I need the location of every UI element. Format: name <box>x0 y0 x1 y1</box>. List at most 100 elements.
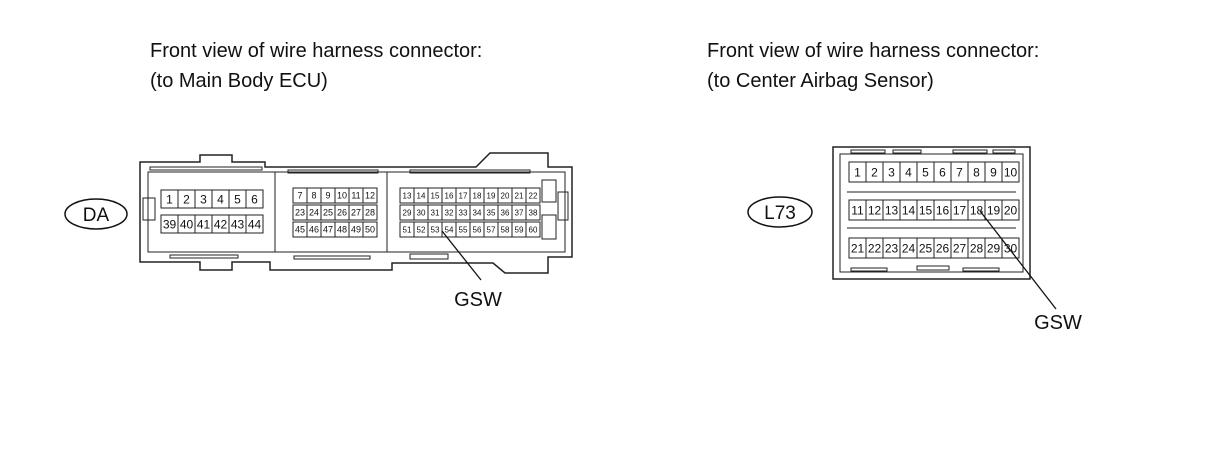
terminal-cell: 16 <box>441 187 457 204</box>
terminal-cell: 18 <box>469 187 485 204</box>
terminal-number: 24 <box>309 208 319 218</box>
left-connector-id: DA <box>64 198 128 230</box>
terminal-cell: 17 <box>455 187 471 204</box>
svg-text:DA: DA <box>83 205 110 226</box>
terminal-number: 30 <box>417 208 426 217</box>
terminal-number: 19 <box>987 203 1001 217</box>
terminal-number: 45 <box>295 225 305 235</box>
terminal-number: 14 <box>902 203 916 217</box>
right-connector <box>832 146 1031 280</box>
left-caption-line2: (to Main Body ECU) <box>150 70 328 92</box>
terminal-number: 27 <box>351 208 361 218</box>
terminal-cell: 46 <box>306 221 322 238</box>
terminal-number: 8 <box>973 165 980 179</box>
terminal-number: 59 <box>515 225 524 234</box>
terminal-number: 50 <box>365 225 375 235</box>
terminal-cell: 49 <box>348 221 364 238</box>
terminal-cell: 31 <box>427 204 443 221</box>
terminal-cell: 54 <box>441 221 457 238</box>
terminal-number: 42 <box>214 217 228 231</box>
terminal-cell: 51 <box>399 221 415 238</box>
terminal-number: 18 <box>473 191 482 200</box>
terminal-cell: 21 <box>848 237 867 259</box>
terminal-cell: 10 <box>1001 161 1020 183</box>
terminal-cell: 1 <box>160 189 179 209</box>
terminal-cell: 7 <box>950 161 969 183</box>
terminal-number: 21 <box>515 191 524 200</box>
terminal-cell: 25 <box>916 237 935 259</box>
terminal-cell: 27 <box>348 204 364 221</box>
terminal-cell: 38 <box>525 204 541 221</box>
terminal-number: 57 <box>487 225 496 234</box>
terminal-cell: 14 <box>899 199 918 221</box>
terminal-number: 10 <box>337 191 347 201</box>
terminal-number: 36 <box>501 208 510 217</box>
terminal-number: 5 <box>234 192 241 206</box>
terminal-cell: 17 <box>950 199 969 221</box>
left-wire-label: GSW <box>454 289 502 311</box>
terminal-cell: 3 <box>194 189 213 209</box>
terminal-number: 18 <box>970 203 984 217</box>
terminal-cell: 6 <box>245 189 264 209</box>
terminal-number: 38 <box>529 208 538 217</box>
terminal-number: 29 <box>403 208 412 217</box>
terminal-cell: 28 <box>967 237 986 259</box>
terminal-cell: 40 <box>177 214 196 234</box>
terminal-number: 7 <box>297 191 302 201</box>
left-connector <box>139 152 573 274</box>
terminal-number: 4 <box>217 192 224 206</box>
terminal-cell: 30 <box>1001 237 1020 259</box>
terminal-cell: 59 <box>511 221 527 238</box>
terminal-cell: 5 <box>916 161 935 183</box>
terminal-cell: 52 <box>413 221 429 238</box>
terminal-cell: 58 <box>497 221 513 238</box>
terminal-number: 60 <box>529 225 538 234</box>
terminal-number: 35 <box>487 208 496 217</box>
terminal-number: 25 <box>919 241 933 255</box>
terminal-cell: 20 <box>1001 199 1020 221</box>
terminal-cell: 26 <box>933 237 952 259</box>
terminal-number: 51 <box>403 225 412 234</box>
terminal-cell: 53 <box>427 221 443 238</box>
terminal-number: 1 <box>854 165 861 179</box>
terminal-number: 13 <box>885 203 899 217</box>
terminal-number: 52 <box>417 225 426 234</box>
terminal-number: 7 <box>956 165 963 179</box>
terminal-cell: 29 <box>984 237 1003 259</box>
terminal-number: 44 <box>248 217 262 231</box>
terminal-cell: 10 <box>334 187 350 204</box>
terminal-number: 3 <box>200 192 207 206</box>
terminal-cell: 12 <box>362 187 378 204</box>
terminal-number: 32 <box>445 208 454 217</box>
terminal-number: 17 <box>459 191 468 200</box>
terminal-number: 2 <box>183 192 190 206</box>
terminal-number: 21 <box>851 241 865 255</box>
terminal-cell: 9 <box>320 187 336 204</box>
terminal-number: 2 <box>871 165 878 179</box>
terminal-cell: 19 <box>483 187 499 204</box>
terminal-cell: 24 <box>306 204 322 221</box>
terminal-number: 22 <box>529 191 538 200</box>
terminal-cell: 7 <box>292 187 308 204</box>
terminal-number: 48 <box>337 225 347 235</box>
terminal-number: 23 <box>885 241 899 255</box>
terminal-number: 8 <box>311 191 316 201</box>
terminal-number: 26 <box>936 241 950 255</box>
terminal-cell: 24 <box>899 237 918 259</box>
svg-text:L73: L73 <box>764 203 796 224</box>
terminal-cell: 30 <box>413 204 429 221</box>
terminal-cell: 41 <box>194 214 213 234</box>
terminal-cell: 2 <box>865 161 884 183</box>
terminal-number: 16 <box>936 203 950 217</box>
terminal-number: 10 <box>1004 165 1018 179</box>
terminal-number: 19 <box>487 191 496 200</box>
terminal-cell: 11 <box>348 187 364 204</box>
terminal-cell: 5 <box>228 189 247 209</box>
terminal-number: 11 <box>851 203 864 217</box>
terminal-number: 41 <box>197 217 211 231</box>
terminal-cell: 23 <box>292 204 308 221</box>
terminal-number: 28 <box>970 241 984 255</box>
terminal-number: 46 <box>309 225 319 235</box>
terminal-number: 11 <box>351 191 360 201</box>
terminal-number: 6 <box>939 165 946 179</box>
